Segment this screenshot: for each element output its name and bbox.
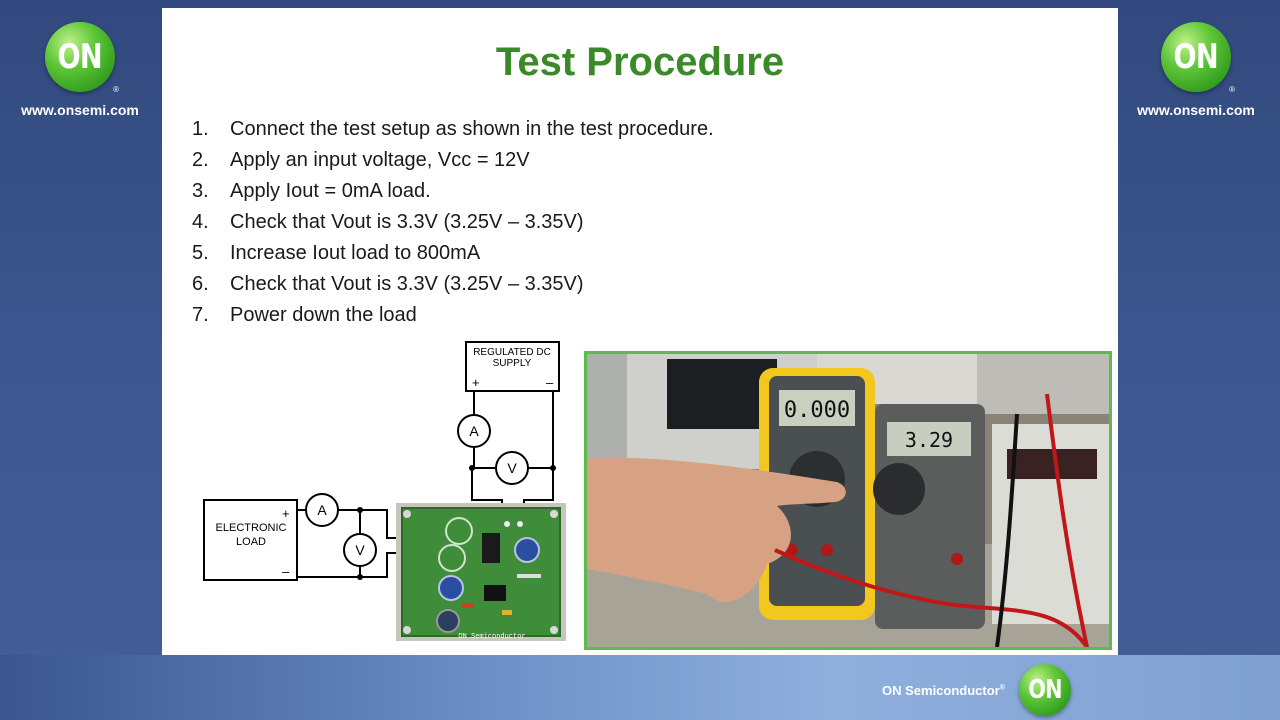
load-box	[203, 499, 298, 581]
slide-title: Test Procedure	[495, 40, 785, 84]
on-logo-icon: ON	[1018, 664, 1071, 716]
slide: Test Procedure 1.Connect the test setup …	[162, 8, 1118, 655]
board-label: ON Semiconductor	[458, 633, 525, 641]
junction	[550, 465, 556, 471]
meter2-reading: 3.29	[905, 428, 953, 452]
on-logo-icon: ON ®	[1161, 22, 1235, 94]
load-plus: +	[282, 506, 290, 521]
load-label: ELECTRONIC	[216, 522, 287, 534]
load-label: LOAD	[236, 536, 266, 548]
steps-list: 1.Connect the test setup as shown in the…	[192, 118, 714, 335]
list-item: 3.Apply Iout = 0mA load.	[192, 180, 431, 202]
circuit-diagram: REGULATED DC SUPPLY + – A V ELECTRONIC L…	[203, 341, 566, 641]
list-item: 6.Check that Vout is 3.3V (3.25V – 3.35V…	[192, 273, 584, 295]
multimeter-gray	[875, 404, 985, 629]
left-logo: ON ® www.onsemi.com	[10, 22, 150, 118]
red-lead	[774, 548, 1089, 647]
junction	[357, 507, 363, 513]
footer-logo: ON Semiconductor® ON	[882, 664, 1071, 716]
right-logo: ON ® www.onsemi.com	[1126, 22, 1266, 118]
load-minus: –	[282, 564, 290, 579]
voltmeter-load	[343, 533, 377, 567]
black-lead	[995, 413, 1019, 647]
test-setup-photo: 0.000 3.29	[584, 351, 1112, 650]
supply-label: SUPPLY	[493, 358, 532, 369]
supply-box	[465, 341, 560, 392]
list-item: 7.Power down the load	[192, 304, 417, 326]
supply-minus: –	[546, 375, 554, 390]
meter1-reading: 0.000	[784, 398, 850, 423]
supply-plus: +	[472, 375, 480, 390]
site-url: www.onsemi.com	[1137, 102, 1255, 118]
voltmeter-label: V	[507, 460, 517, 476]
voltmeter-label: V	[355, 542, 365, 558]
list-item: 5.Increase Iout load to 800mA	[192, 242, 481, 264]
bottom-band	[0, 655, 1280, 720]
red-lead	[1045, 393, 1089, 647]
list-item: 2.Apply an input voltage, Vcc = 12V	[192, 149, 530, 171]
ammeter-label: A	[317, 502, 327, 518]
hand	[587, 457, 846, 603]
list-item: 4.Check that Vout is 3.3V (3.25V – 3.35V…	[192, 211, 584, 233]
supply-label: REGULATED DC	[473, 347, 551, 358]
company-name: ON Semiconductor®	[882, 682, 1005, 698]
wire	[523, 391, 554, 516]
junction	[469, 465, 475, 471]
pcb-board: ON Semiconductor	[396, 503, 566, 641]
voltmeter-top	[495, 451, 529, 485]
ammeter-load	[305, 493, 339, 527]
junction	[357, 574, 363, 580]
wire	[471, 448, 503, 516]
ammeter-label: A	[469, 423, 479, 439]
site-url: www.onsemi.com	[21, 102, 139, 118]
on-logo-icon: ON ®	[45, 22, 119, 94]
ammeter-top	[457, 414, 491, 448]
list-item: 1.Connect the test setup as shown in the…	[192, 118, 714, 140]
